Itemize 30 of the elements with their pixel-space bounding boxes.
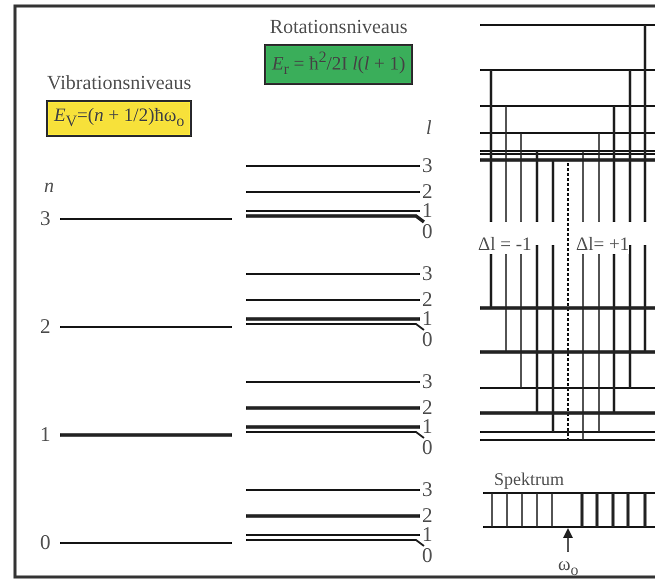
axis-label: n xyxy=(44,176,54,196)
level-number: 1 xyxy=(422,200,432,221)
level-number: 1 xyxy=(422,416,432,437)
level-number: 3 xyxy=(40,208,50,229)
level-number: 2 xyxy=(422,181,432,202)
level-number: 3 xyxy=(422,479,432,500)
level-number: 0 xyxy=(422,545,432,566)
level-number: 0 xyxy=(40,532,50,553)
level-number: 2 xyxy=(422,289,432,310)
level-number: 1 xyxy=(40,424,50,445)
level-number: 3 xyxy=(422,263,432,284)
level-number: 0 xyxy=(422,221,432,242)
selection-rule-label: Δl= +1 xyxy=(576,235,630,254)
level-number: 1 xyxy=(422,524,432,545)
frequency-label: ω$_{o}$ xyxy=(558,555,578,579)
formula-box: E$_{r}$ = ħ$^{2}$/2I l(l + 1) xyxy=(264,44,414,86)
axis-label: l xyxy=(426,118,432,138)
level-number: 0 xyxy=(422,329,432,350)
level-number: 2 xyxy=(422,397,432,418)
level-number: 3 xyxy=(422,155,432,176)
level-number: 3 xyxy=(422,371,432,392)
level-number: 2 xyxy=(40,316,50,337)
selection-rule-label: Δl = -1 xyxy=(478,235,532,254)
formula-box: E$_{V}$=(n + 1/2)ħω$_{o}$ xyxy=(46,100,192,137)
level-heading: Vibrationsniveaus xyxy=(46,72,192,94)
level-number: 0 xyxy=(422,437,432,458)
level-heading: Rotationsniveaus xyxy=(268,16,409,38)
level-number: 2 xyxy=(422,505,432,526)
level-number: 1 xyxy=(422,308,432,329)
spectrum-label: Spektrum xyxy=(494,470,564,488)
